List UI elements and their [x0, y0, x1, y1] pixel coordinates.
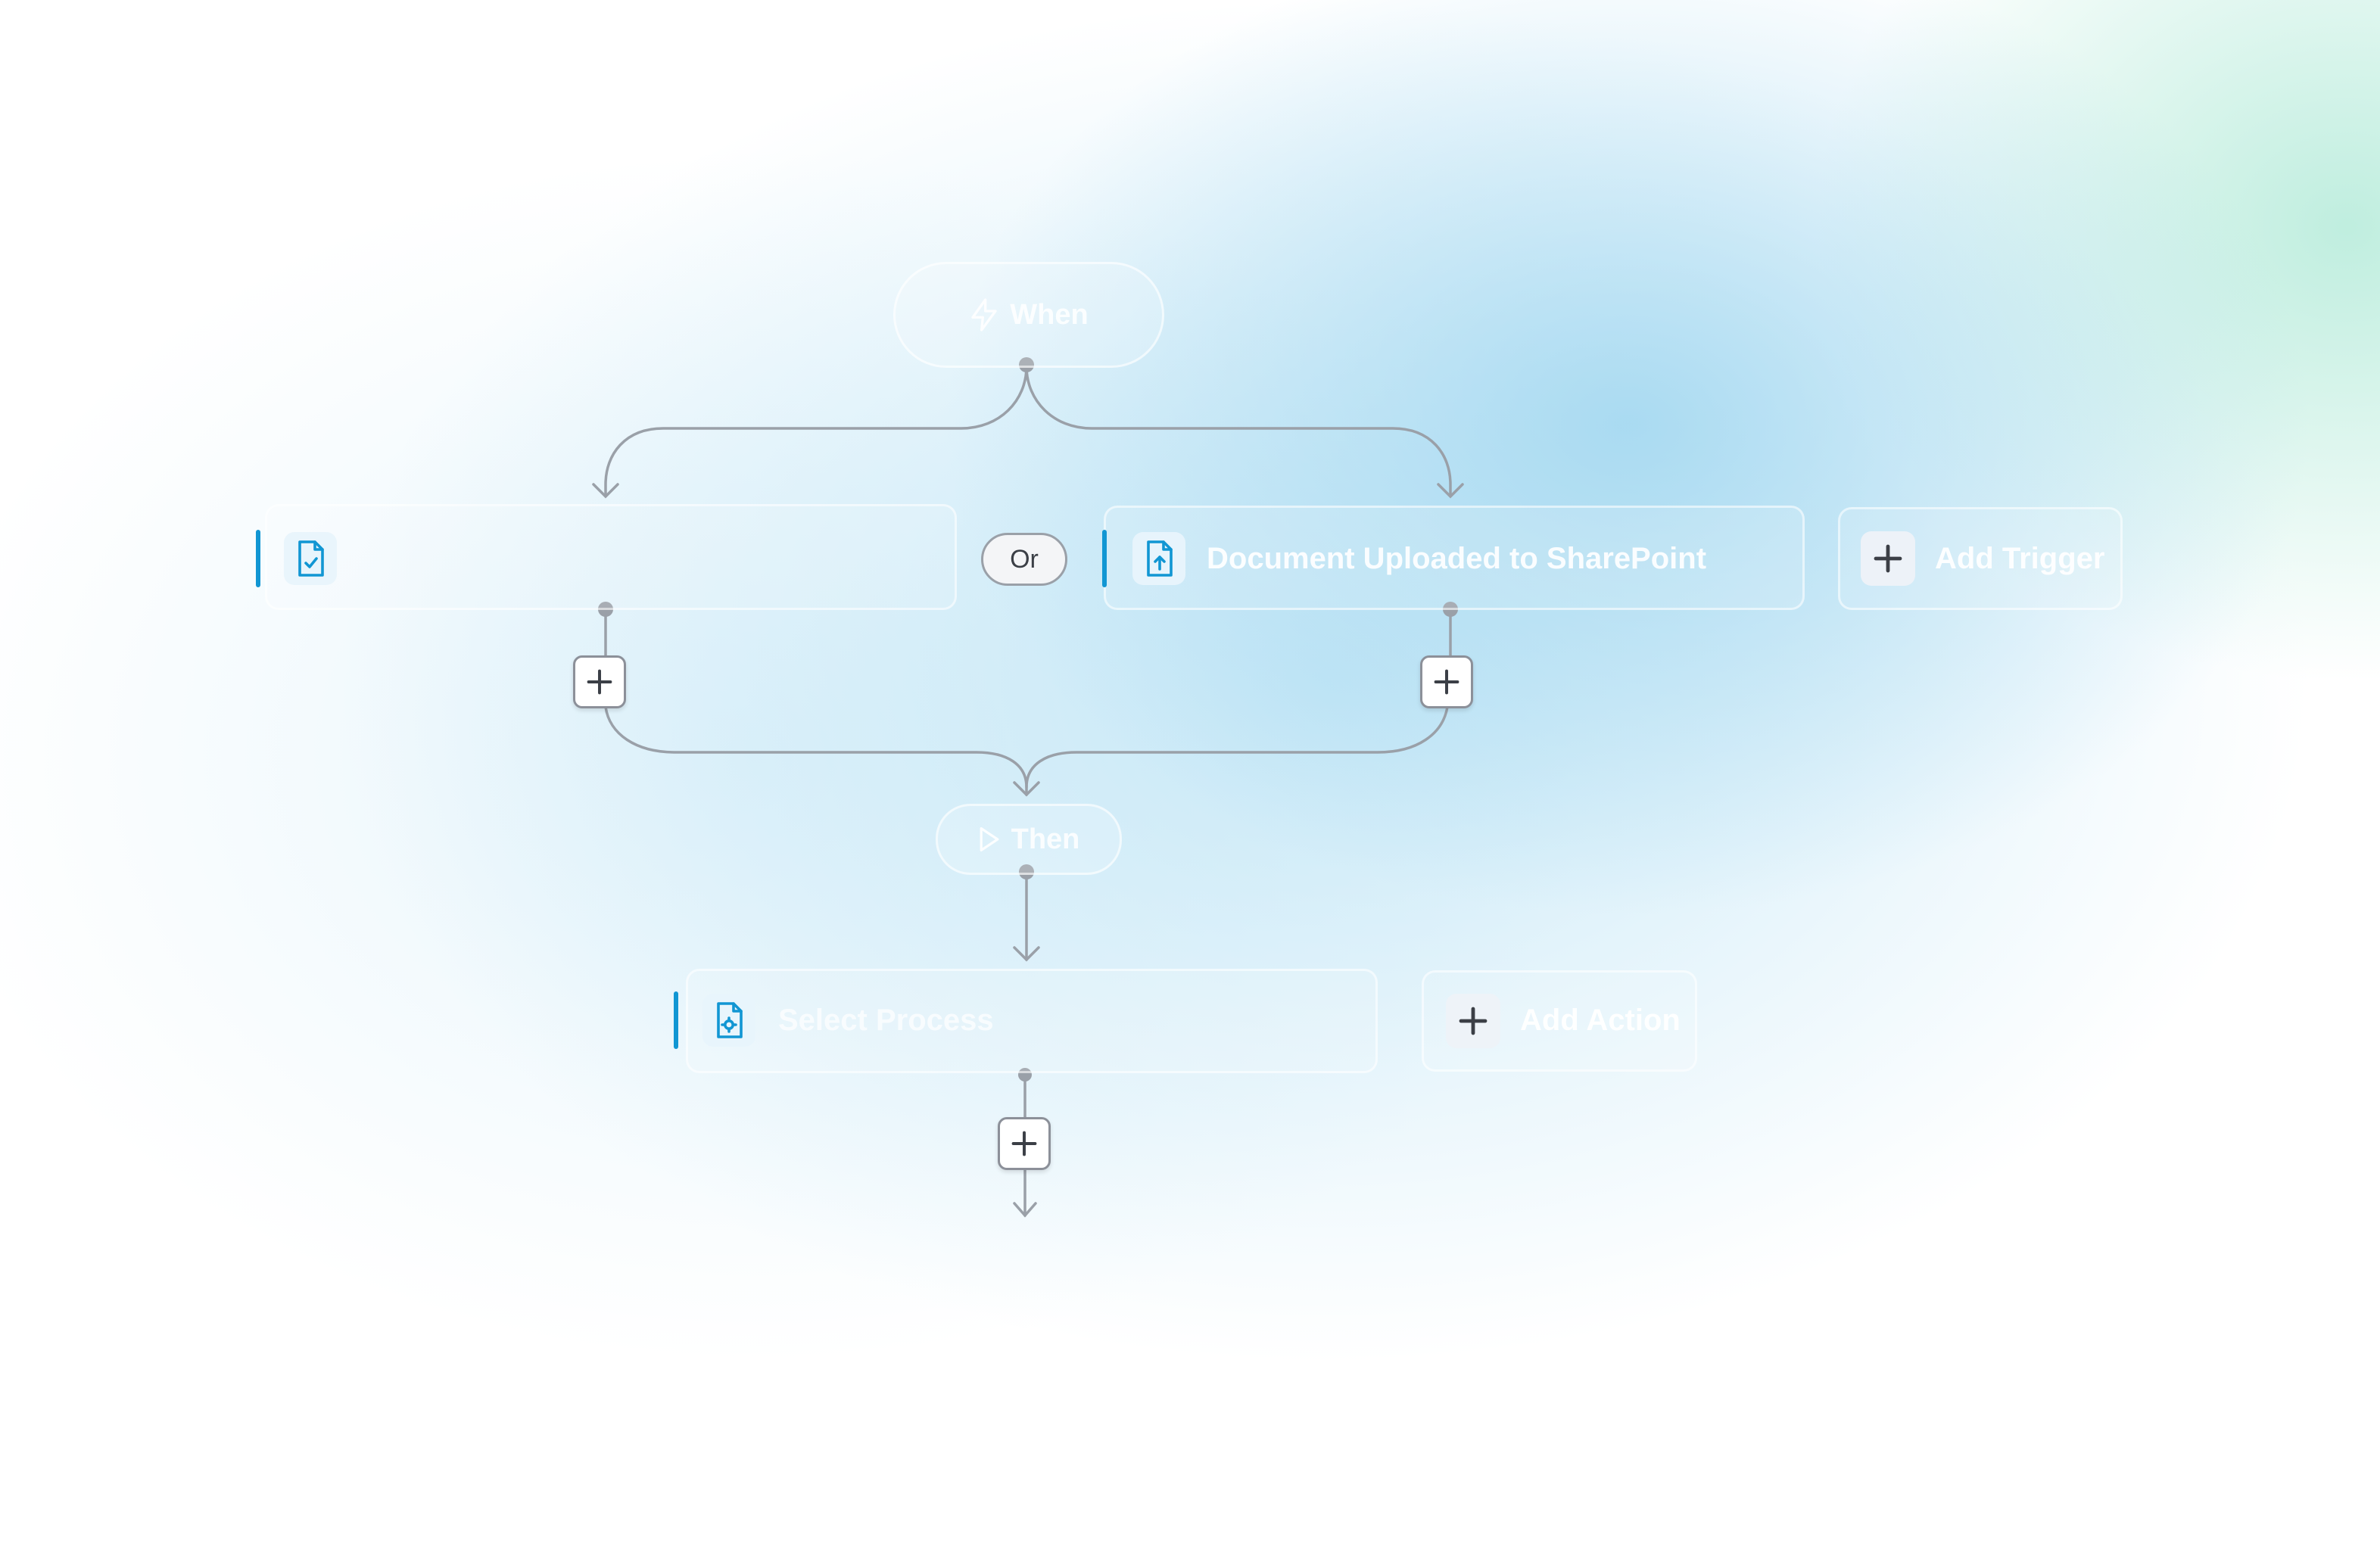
trigger-card-1[interactable] — [265, 504, 957, 610]
connector-merge-left — [604, 705, 1028, 796]
then-label: Then — [1011, 823, 1080, 855]
trigger-accent-bar — [1102, 530, 1107, 587]
lightning-icon — [969, 298, 999, 331]
trigger-card-2[interactable] — [1104, 506, 1805, 610]
plus-icon — [1446, 994, 1500, 1048]
or-badge: Or — [981, 533, 1067, 586]
plus-icon — [587, 669, 612, 695]
then-node[interactable]: Then — [936, 804, 1122, 875]
action-card-1[interactable] — [686, 969, 1378, 1073]
action-accent-bar — [674, 991, 678, 1049]
add-step-button-right[interactable] — [1420, 655, 1473, 708]
connector-merge-right — [1025, 705, 1449, 789]
add-trigger-label: Add Trigger — [1935, 542, 2105, 575]
plus-icon — [1434, 669, 1459, 695]
play-icon — [978, 826, 1001, 853]
action-label-1: Select Process — [778, 1004, 994, 1037]
when-node[interactable]: When — [893, 262, 1164, 368]
plus-icon — [1861, 531, 1915, 586]
or-label: Or — [1010, 544, 1039, 574]
file-gear-icon — [702, 994, 755, 1047]
file-upload-icon — [1132, 532, 1185, 585]
add-step-button-bottom[interactable] — [998, 1117, 1051, 1170]
file-check-icon — [284, 532, 337, 585]
connector-when-right — [1025, 365, 1452, 497]
plus-icon — [1011, 1131, 1037, 1156]
when-label: When — [1010, 298, 1089, 331]
connector-when-left — [604, 365, 1028, 497]
add-action-label: Add Action — [1520, 1004, 1681, 1037]
add-step-button-left[interactable] — [573, 655, 626, 708]
trigger-label-2: Document Uploaded to SharePoint — [1207, 542, 1707, 575]
trigger-accent-bar — [256, 530, 260, 587]
